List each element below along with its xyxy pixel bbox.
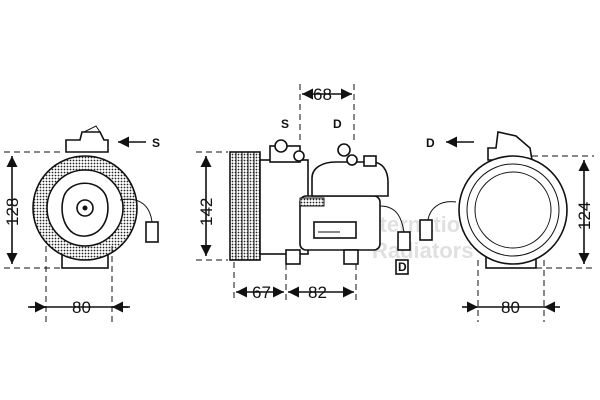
- right-top-mount: [487, 131, 533, 161]
- center-discharge-label: D: [333, 117, 342, 131]
- center-pulley: [229, 151, 261, 261]
- left-height-label: 128: [3, 198, 22, 226]
- center-suction-label: S: [281, 117, 289, 131]
- center-top-label: 68: [313, 85, 332, 104]
- center-connector: [397, 231, 411, 251]
- left-view: S 128 80: [3, 125, 160, 322]
- center-discharge-bottom-label: D: [398, 260, 407, 274]
- center-discharge-port: [337, 143, 351, 157]
- center-view: S D D 142 68 67 82: [196, 84, 411, 302]
- right-width-label: 80: [501, 298, 520, 317]
- center-label-plate: [313, 221, 357, 239]
- right-view: D 124 80: [419, 131, 594, 322]
- center-height-label: 142: [197, 198, 216, 226]
- right-discharge-label: D: [426, 136, 435, 150]
- left-top-mount: [65, 131, 109, 153]
- left-width-label: 80: [72, 298, 91, 317]
- left-suction-label: S: [152, 136, 160, 150]
- left-connector: [145, 221, 159, 243]
- center-right-label: 82: [308, 283, 327, 302]
- center-rear-head: [311, 161, 389, 197]
- center-suction-port: [274, 139, 288, 153]
- watermark-line2: Radiators: [372, 238, 473, 263]
- right-height-label: 124: [575, 202, 594, 230]
- right-connector: [419, 219, 433, 241]
- center-left-label: 67: [252, 283, 271, 302]
